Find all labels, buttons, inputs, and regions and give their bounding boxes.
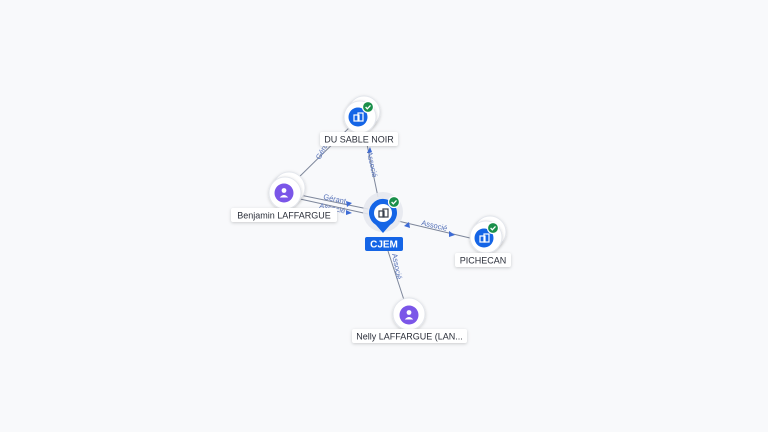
node-nelly-laffargue[interactable]: Nelly LAFFARGUE (LAN... xyxy=(352,297,467,343)
node-du-sable-noir[interactable]: DU SABLE NOIR xyxy=(320,95,398,146)
node-label: Nelly LAFFARGUE (LAN... xyxy=(356,332,463,342)
node-label: CJEM xyxy=(370,240,398,251)
arrow-icon xyxy=(449,231,455,237)
building-icon xyxy=(378,208,389,218)
arrow-icon xyxy=(367,147,372,153)
node-cjem[interactable]: CJEM xyxy=(363,192,403,251)
node-benjamin-laffargue[interactable]: Benjamin LAFFARGUE xyxy=(231,171,337,222)
person-node-circle xyxy=(399,305,419,325)
building-icon xyxy=(353,112,364,122)
edge-label-associe: Associé xyxy=(390,253,404,281)
arrow-icon xyxy=(346,201,352,207)
verified-check-icon xyxy=(387,195,401,209)
arrow-icon xyxy=(346,210,352,215)
node-label: PICHECAN xyxy=(460,256,507,266)
node-pichecan[interactable]: PICHECAN xyxy=(455,215,511,267)
edge-nelly-cjem[interactable]: Associé xyxy=(387,250,405,301)
verified-check-icon xyxy=(486,221,500,235)
person-icon xyxy=(279,188,289,198)
edge-label-associe: Associé xyxy=(421,218,449,233)
building-icon xyxy=(479,233,490,243)
arrow-icon xyxy=(404,222,410,228)
edge-label-associe: Associé xyxy=(365,151,379,179)
node-label: Benjamin LAFFARGUE xyxy=(237,211,331,221)
verified-check-icon xyxy=(361,100,375,114)
person-icon xyxy=(404,310,414,320)
edge-cjem-pichecan[interactable]: Associé xyxy=(397,218,471,239)
node-label: DU SABLE NOIR xyxy=(324,135,394,145)
person-node-circle xyxy=(274,183,294,203)
